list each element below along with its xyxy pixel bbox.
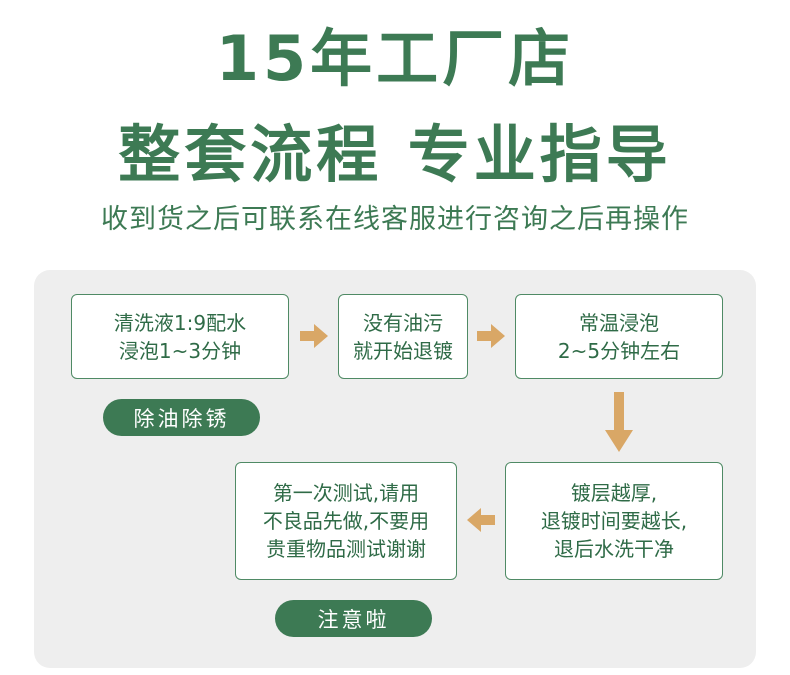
step-4-box: 镀层越厚, 退镀时间要越长, 退后水洗干净: [505, 462, 723, 580]
step-4-line-3: 退后水洗干净: [554, 537, 674, 561]
degrease-tag: 除油除锈: [103, 399, 260, 436]
step-5-box: 第一次测试,请用 不良品先做,不要用 贵重物品测试谢谢: [235, 462, 457, 580]
step-1-line-2: 浸泡1~3分钟: [118, 338, 242, 363]
arrow-right-icon: [300, 324, 328, 348]
notice-tag: 注意啦: [275, 600, 432, 637]
step-3-box: 常温浸泡 2~5分钟左右: [515, 294, 723, 379]
step-1-box: 清洗液1:9配水 浸泡1~3分钟: [71, 294, 289, 379]
arrow-right-icon: [477, 324, 505, 348]
page-title: 15年工厂店: [215, 22, 575, 95]
step-3-line-1: 常温浸泡: [579, 310, 659, 335]
page-headline: 整套流程 专业指导: [118, 118, 672, 191]
arrow-down-icon: [605, 392, 633, 452]
step-4-line-1: 镀层越厚,: [570, 481, 658, 505]
page-subtitle: 收到货之后可联系在线客服进行咨询之后再操作: [101, 204, 689, 235]
step-2-line-1: 没有油污: [363, 310, 443, 335]
step-5-line-1: 第一次测试,请用: [272, 481, 420, 505]
step-4-line-2: 退镀时间要越长,: [540, 509, 688, 533]
step-5-line-3: 贵重物品测试谢谢: [266, 537, 426, 561]
step-2-box: 没有油污 就开始退镀: [338, 294, 468, 379]
step-2-line-2: 就开始退镀: [353, 338, 453, 363]
step-3-line-2: 2~5分钟左右: [557, 338, 681, 363]
step-5-line-2: 不良品先做,不要用: [262, 509, 430, 533]
step-1-line-1: 清洗液1:9配水: [113, 310, 247, 335]
arrow-left-icon: [467, 508, 495, 532]
